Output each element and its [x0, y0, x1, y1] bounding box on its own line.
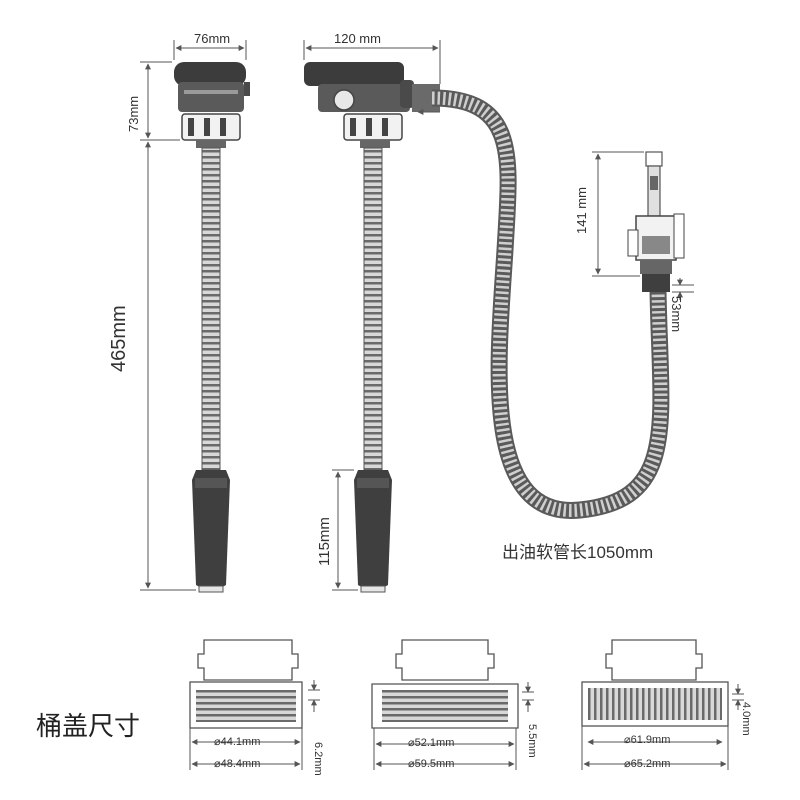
top-width-right-label: 120 mm — [334, 31, 381, 46]
handle-length-label: 115mm — [316, 517, 333, 566]
nozzle-base-label: 53mm — [669, 296, 684, 333]
top-height-label: 73mm — [126, 95, 141, 132]
cap-1-thread-label: 6.2mm — [312, 742, 324, 776]
cap-2-outer-label: ⌀59.5mm — [408, 758, 455, 770]
nozzle — [627, 151, 685, 292]
cap-3-drawing — [581, 639, 744, 770]
cap-3-outer-label: ⌀65.2mm — [624, 758, 671, 770]
cap-1-outer-label: ⌀48.4mm — [214, 758, 261, 770]
cap-2-drawing — [371, 639, 534, 770]
top-width-left-label: 76mm — [194, 31, 231, 46]
hose-length-label: 出油软管长1050mm — [502, 543, 654, 562]
nozzle-length-label: 141 mm — [574, 187, 589, 234]
cap-3-inner-label: ⌀61.9mm — [624, 734, 671, 746]
total-length-label: 465mm — [108, 305, 130, 372]
outlet-hose — [431, 89, 670, 519]
cap-1-inner-label: ⌀44.1mm — [214, 736, 261, 748]
cap-2-inner-label: ⌀52.1mm — [408, 737, 455, 749]
pump-side-view — [304, 62, 440, 593]
cap-2-thread-label: 5.5mm — [526, 724, 538, 758]
cap-3-thread-label: 4.0mm — [740, 702, 752, 736]
dimension-lines — [140, 40, 694, 591]
pump-front-view — [174, 62, 250, 593]
cap-section-title: 桶盖尺寸 — [36, 711, 141, 741]
cap-1-drawing — [189, 639, 320, 770]
